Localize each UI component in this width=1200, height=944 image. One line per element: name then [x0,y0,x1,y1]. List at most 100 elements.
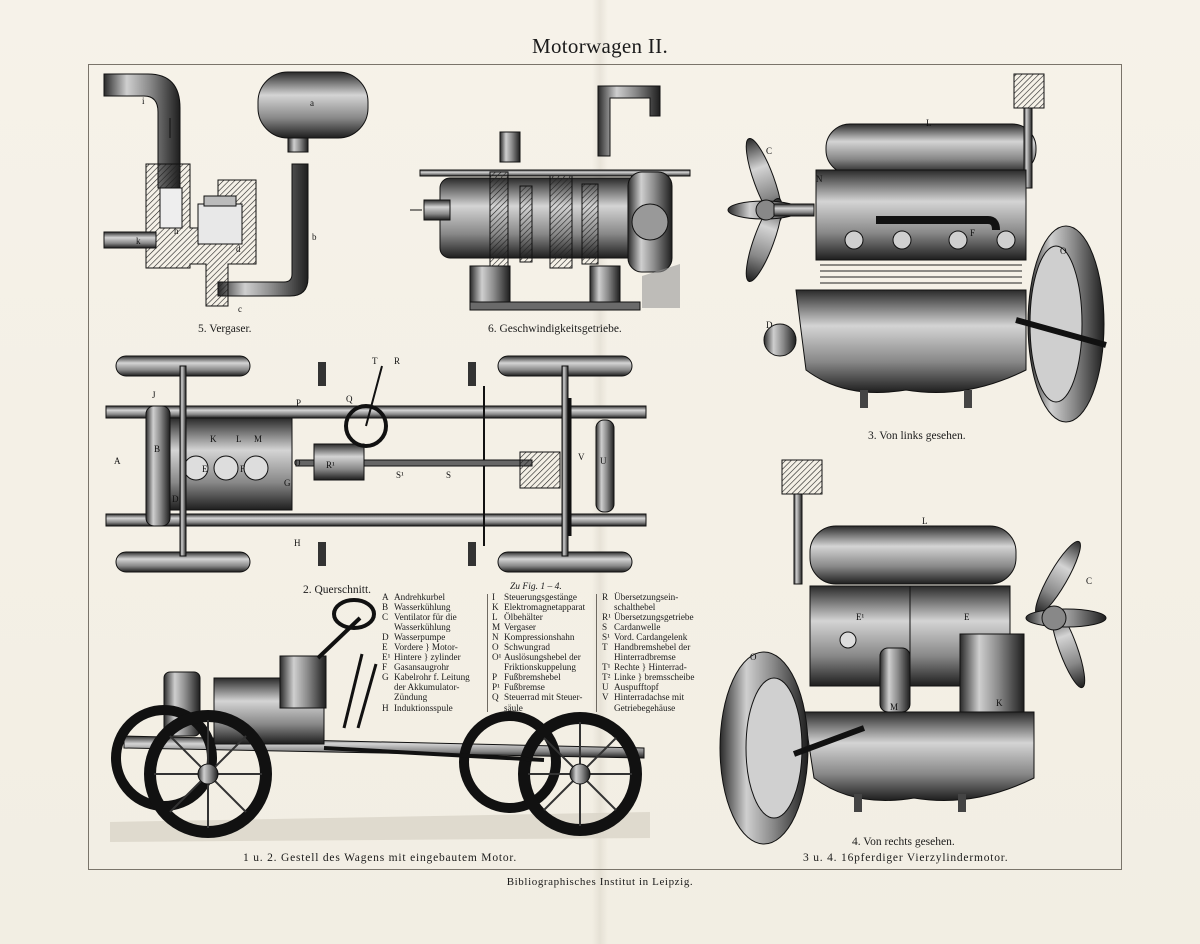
figure-carburetor: i a b c d h k [103,71,369,314]
legend-text: Hinterradbremse [614,652,676,663]
legend-key: S¹ [602,632,610,643]
legend-text: Hintere } zylinder [394,652,461,663]
svg-text:S¹: S¹ [396,470,404,480]
legend-entry: Hinterradbremse [602,652,694,662]
legend-text: Wasserkühlung [394,602,451,613]
svg-text:T: T [372,356,378,366]
svg-text:S: S [446,470,451,480]
legend-divider [596,594,597,712]
caption-engine-right: 4. Von rechts gesehen. [852,836,955,848]
legend-text: Wasserkühlung [394,622,451,633]
legend-text: Vergaser [504,622,536,633]
plate-frame [88,64,1122,870]
svg-text:F: F [240,464,245,474]
legend-text: Fußbremse [504,682,545,693]
figure-engine-left: L C N F O D [727,73,1107,423]
svg-text:O: O [294,458,301,468]
legend-text: Handbremshebel der [614,642,691,653]
caption-gearbox: 6. Geschwindigkeitsgetriebe. [488,323,622,335]
legend-key: K [492,602,499,613]
caption-chassis: 1 u. 2. Gestell des Wagens mit eingebaut… [243,852,518,864]
legend-text: Vord. Cardangelenk [614,632,688,643]
caption-engine-left: 3. Von links gesehen. [868,430,966,442]
legend-text: Steuerungsgestänge [504,592,577,602]
legend-key: I [492,592,496,602]
svg-text:k: k [136,236,141,246]
svg-text:E: E [202,464,208,474]
svg-text:K: K [210,434,217,444]
svg-text:J: J [152,390,156,400]
legend-text: Rechte } Hinterrad- [614,662,687,673]
legend-key: G [382,672,389,683]
legend-text: Friktionskuppelung [504,662,576,673]
legend-key: T¹ [602,662,611,673]
figure-engine-right: L C E¹ E M K O [719,459,1107,845]
legend-key: C [382,612,389,623]
legend-text: säule [504,702,523,713]
legend-key: S [602,622,608,633]
legend-key: T² [602,672,611,683]
legend-text: Vordere } Motor- [394,642,458,653]
legend-text: Ölbehälter [504,612,543,623]
legend-key: Q [492,692,499,703]
legend-entry: T Handbremshebel der [602,642,694,652]
legend-key: T [602,642,608,653]
svg-text:F: F [970,228,975,238]
svg-text:b: b [312,232,317,242]
svg-text:L: L [922,516,928,526]
figure-chassis [110,598,650,842]
legend-text: Induktionsspule [394,702,453,713]
svg-text:L: L [236,434,242,444]
legend-text: Hinterradachse mit [614,692,685,703]
svg-text:d: d [236,244,241,254]
legend-text: Auspufftopf [614,682,659,693]
legend-text: Steuerrad mit Steuer- [504,692,583,703]
svg-text:O: O [750,652,757,662]
legend-entry: säule [492,703,585,713]
svg-text:C: C [766,146,772,156]
legend-entry: der Akkumulator- [382,682,470,692]
legend-text: Übersetzungsgetriebe [614,612,694,623]
figure-gearbox [410,85,691,311]
plate-title: Motorwagen II. [532,34,668,58]
svg-text:C: C [1086,576,1092,586]
svg-text:U: U [600,456,607,466]
svg-text:E¹: E¹ [856,612,864,622]
legend-key: L [492,612,498,623]
publisher-line: Bibliographisches Institut in Leipzig. [506,876,694,888]
svg-text:V: V [578,452,585,462]
legend-key: D [382,632,389,643]
legend-text: Auslösungshebel der [504,652,581,663]
legend-text: Gasansaugrohr [394,662,450,673]
svg-text:H: H [294,538,301,548]
legend-key: O [492,642,499,653]
legend-key: E¹ [382,652,391,663]
legend-entry: Friktionskuppelung [492,662,585,672]
svg-text:M: M [254,434,262,444]
svg-text:h: h [174,226,179,236]
legend-entry: L Ölbehälter [492,612,585,622]
legend-key: B [382,602,389,613]
legend-entry: I Steuerungsgestänge [492,592,585,602]
svg-text:G: G [284,478,291,488]
svg-text:B: B [154,444,160,454]
